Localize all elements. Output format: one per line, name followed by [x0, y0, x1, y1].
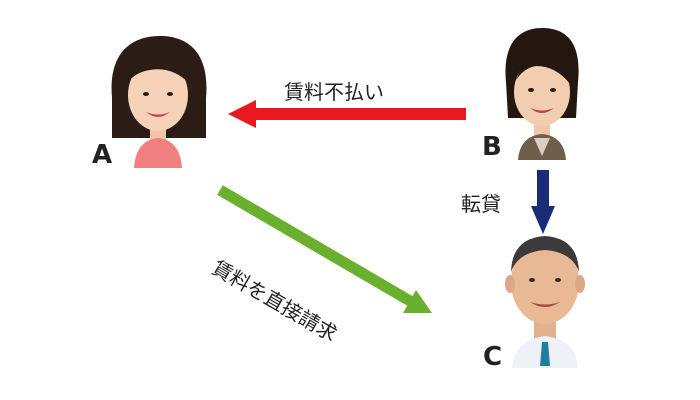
- person-b-label: B: [482, 132, 502, 162]
- person-b-avatar: [505, 28, 579, 160]
- direct-claim-arrow: [217, 185, 432, 313]
- sublease-label: 転貸: [461, 192, 501, 216]
- unpaid-rent-arrow: [228, 100, 466, 128]
- person-c-avatar: [505, 236, 585, 368]
- person-a-avatar: [111, 36, 207, 168]
- unpaid-rent-label: 賃料不払い: [284, 80, 384, 104]
- sublease-arrow: [531, 170, 555, 234]
- person-a-label: A: [92, 140, 113, 170]
- person-c-label: C: [483, 342, 503, 372]
